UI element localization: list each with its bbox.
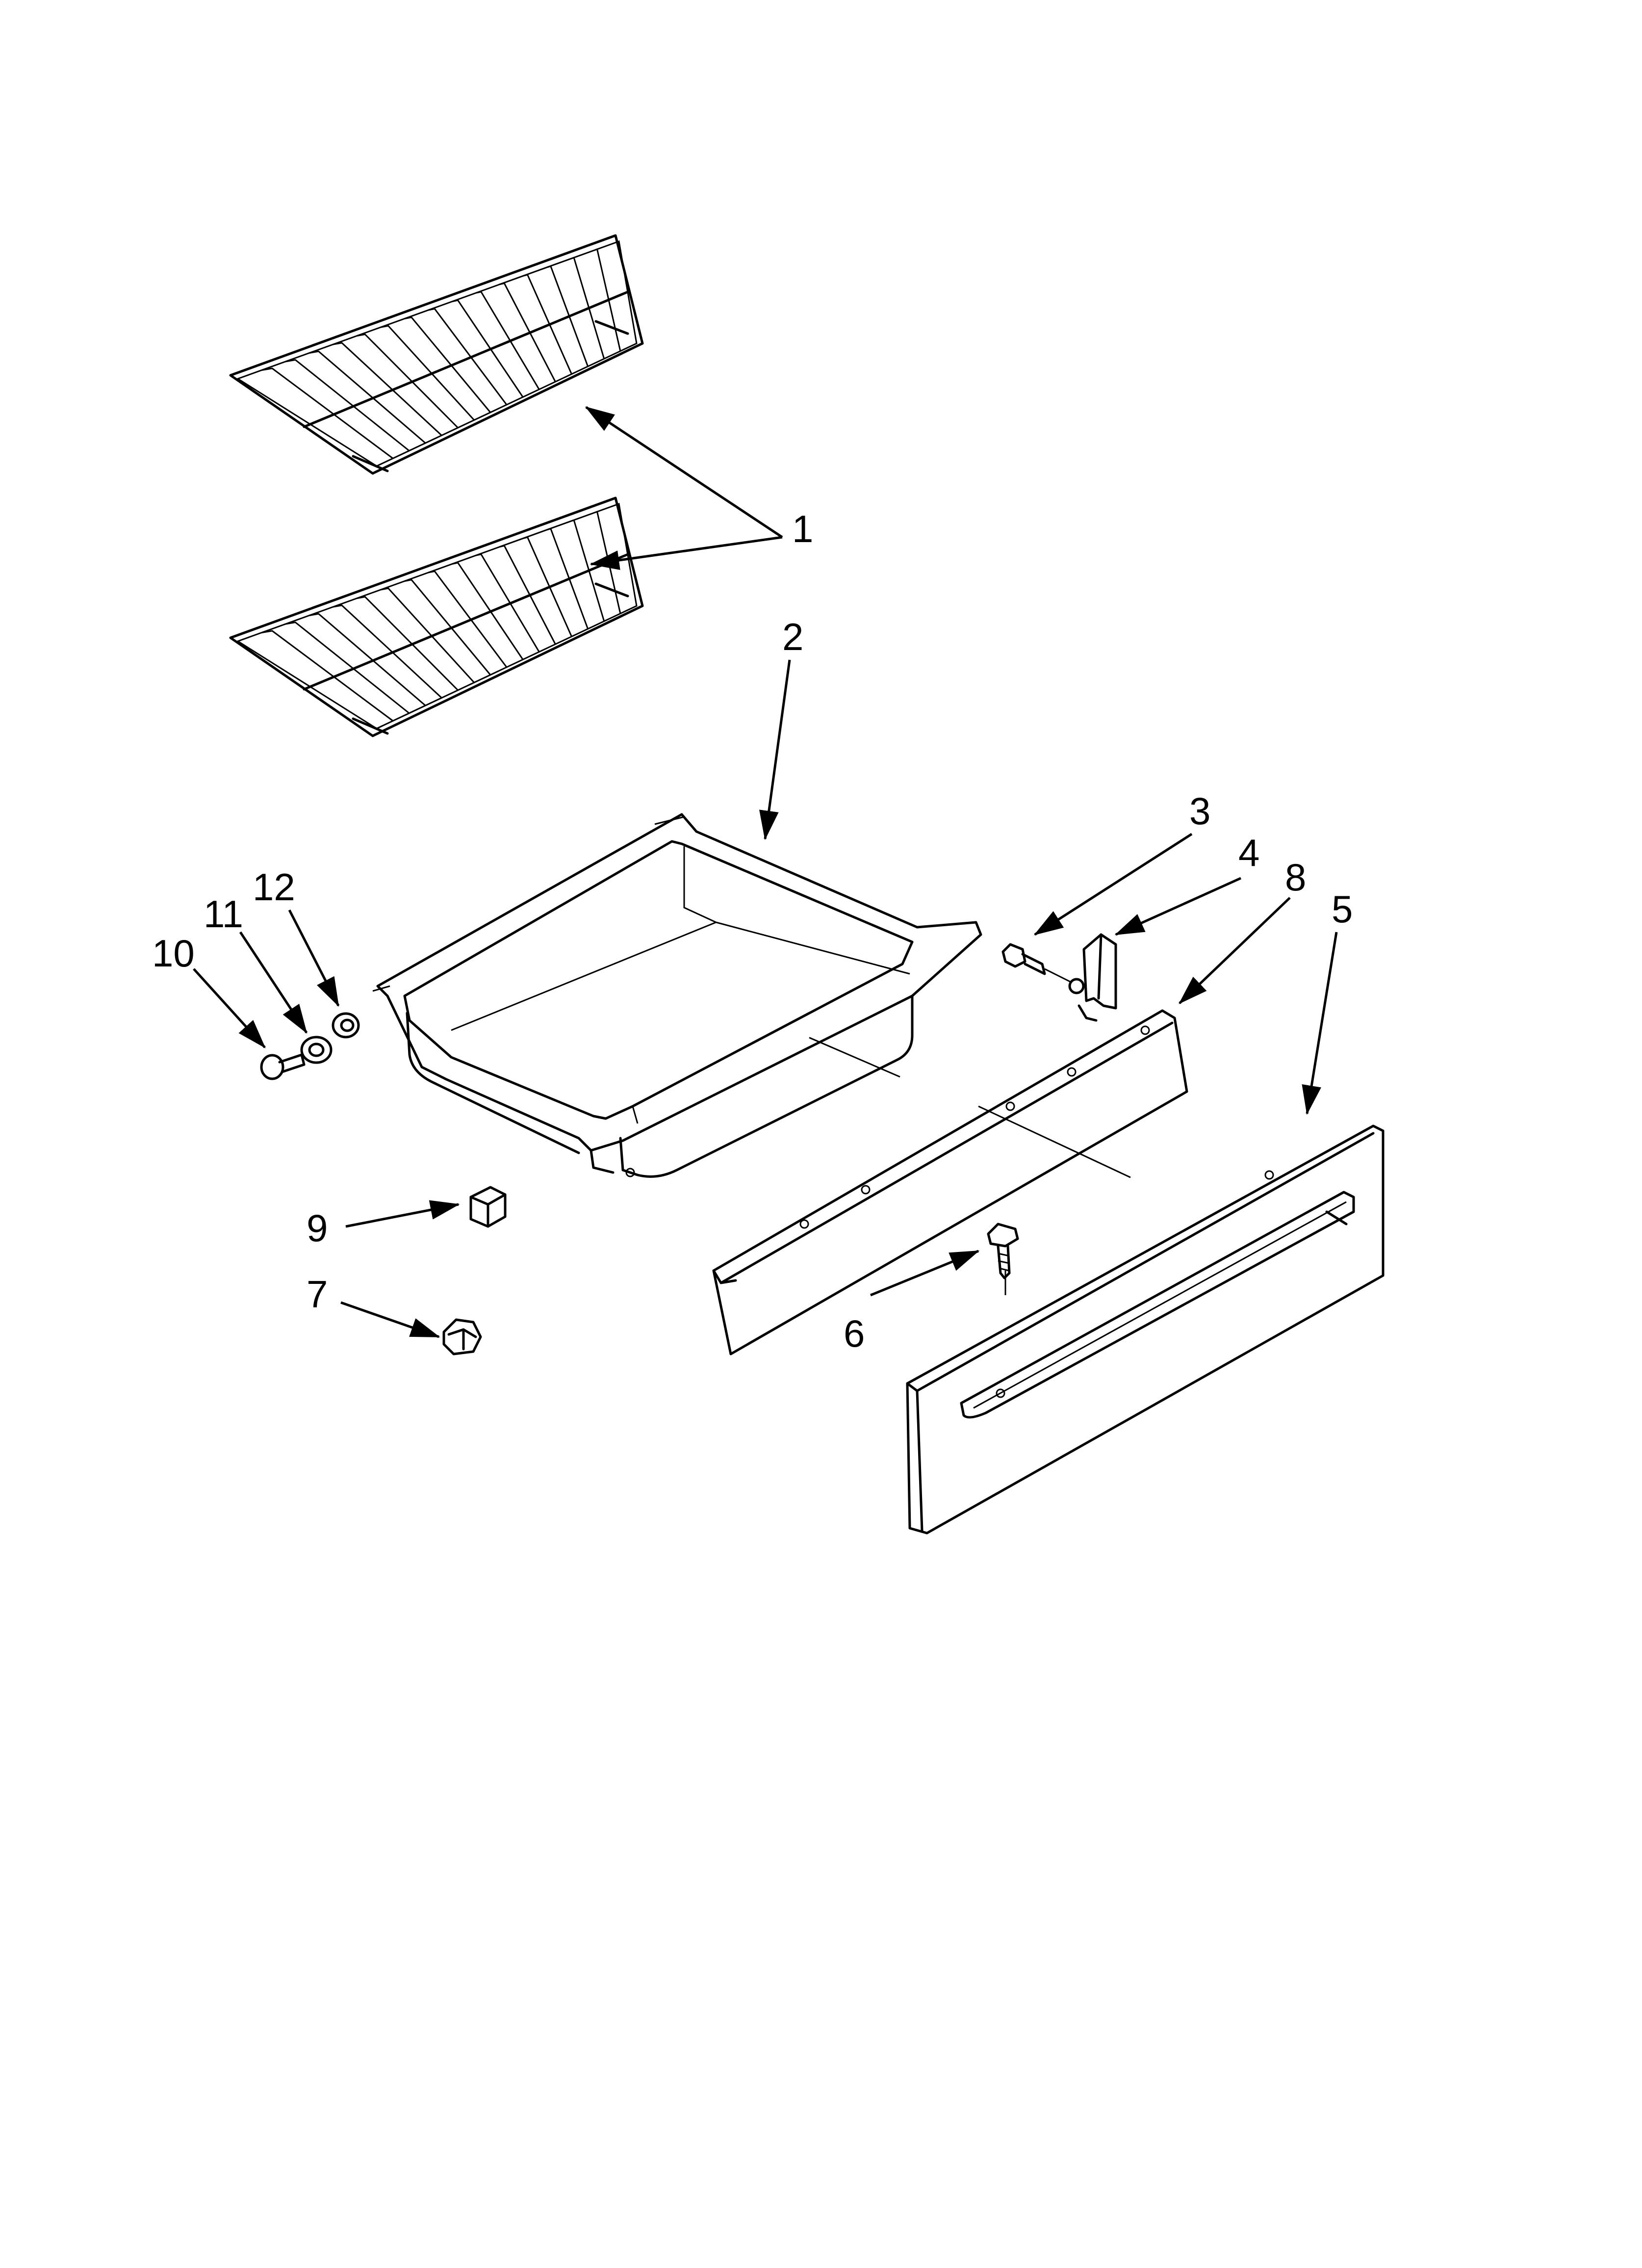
rack-wire [476,291,540,390]
rack-wire [452,299,524,398]
rack-wire [381,325,475,421]
rack-wire [333,604,442,699]
callout-9: 9 [307,1206,328,1250]
assembly-guide-lines [372,985,1131,1295]
callout-labels: 1 2 3 4 8 5 6 7 9 10 11 12 [152,507,1353,1355]
rack-wire [547,265,589,367]
drawer-clip [1068,933,1117,1022]
bracket-screw [1001,943,1075,985]
rack-wire [476,553,540,652]
drawer-roller [332,1012,360,1039]
rack-wire [594,510,621,614]
rack-wire [285,359,410,451]
front-support-bracket [712,1009,1188,1356]
callout-1: 1 [792,507,813,550]
rack-wire [261,367,394,459]
callout-2: 2 [782,615,803,658]
rack-wire [594,248,621,351]
callout-5: 5 [1332,887,1353,931]
rack-wire [357,333,459,428]
spacer-block [469,1186,507,1228]
callout-6: 6 [844,1312,865,1355]
rack-wire [404,579,491,676]
rack-wire [357,596,459,691]
rack-wire [309,613,426,706]
leader-lines [193,406,1338,1338]
roller-washer [300,1036,333,1064]
oven-rack-lower [229,496,644,737]
rack-wire [499,282,556,382]
rack-wire [333,342,442,436]
rack-wire [428,570,508,668]
rack-wire [571,519,605,622]
callout-11: 11 [204,892,243,936]
oven-rack-upper [229,234,644,475]
rack-wire [547,527,589,629]
callout-10: 10 [152,932,195,975]
rack-wire [499,545,556,645]
rack-wire [261,630,394,722]
callout-4: 4 [1238,831,1259,874]
callout-12: 12 [253,865,295,909]
rack-wire [404,316,491,413]
rack-wire [381,587,475,683]
rack-wire [523,536,572,637]
rack-wire [285,621,410,714]
callout-3: 3 [1189,789,1210,833]
hex-nut [442,1318,482,1356]
callout-7: 7 [307,1273,328,1316]
callout-8: 8 [1285,856,1306,899]
rack-wire [571,257,605,359]
rack-wire [523,274,572,375]
drawer-pan [376,813,982,1178]
drawer-screw [987,1223,1019,1279]
rack-wire [309,350,426,444]
roller-bolt [260,1053,306,1080]
rack-wire [428,308,508,405]
rack-wire [452,562,524,660]
drawer-front-panel [906,1124,1385,1535]
